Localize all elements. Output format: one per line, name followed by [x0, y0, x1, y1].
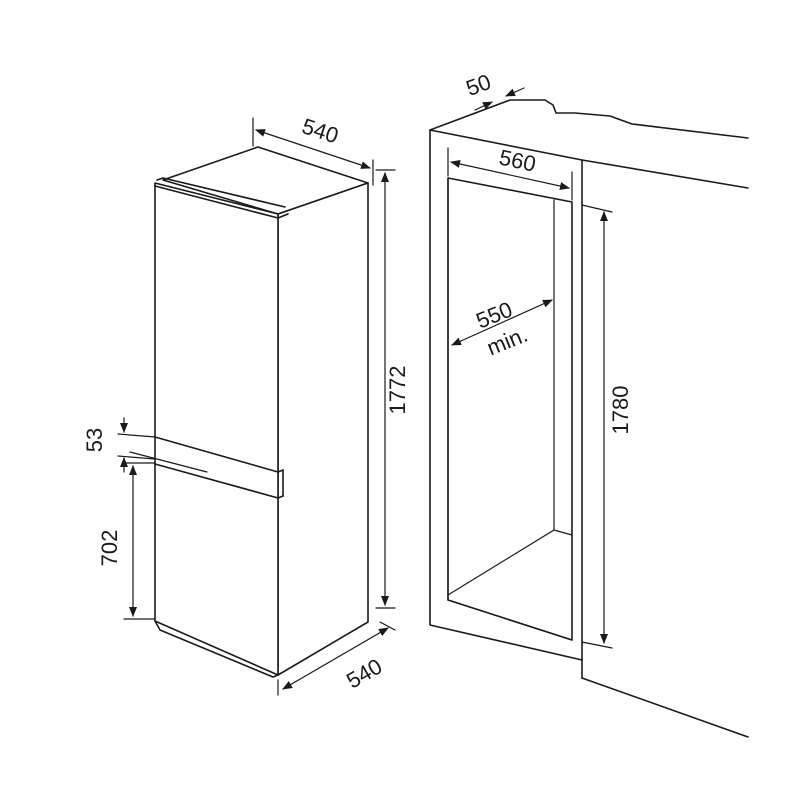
fridge-width-label: 540	[299, 113, 342, 148]
niche-height-label: 1780	[608, 386, 633, 435]
freezer-height-dimension: 702	[97, 462, 156, 620]
gap-label: 53	[82, 428, 107, 452]
niche-height-dimension: 1780	[581, 204, 633, 649]
fridge-depth-label: 540	[342, 653, 386, 693]
niche-offset-dimension: 50	[463, 69, 525, 111]
fridge-height-dimension: 1772	[375, 169, 410, 609]
freezer-height-label: 702	[97, 530, 122, 567]
fridge-body	[129, 146, 369, 678]
gap-dimension: 53	[82, 417, 156, 473]
cabinet-niche	[429, 99, 749, 738]
fridge-height-label: 1772	[385, 366, 410, 415]
niche-offset-label: 50	[463, 69, 495, 101]
